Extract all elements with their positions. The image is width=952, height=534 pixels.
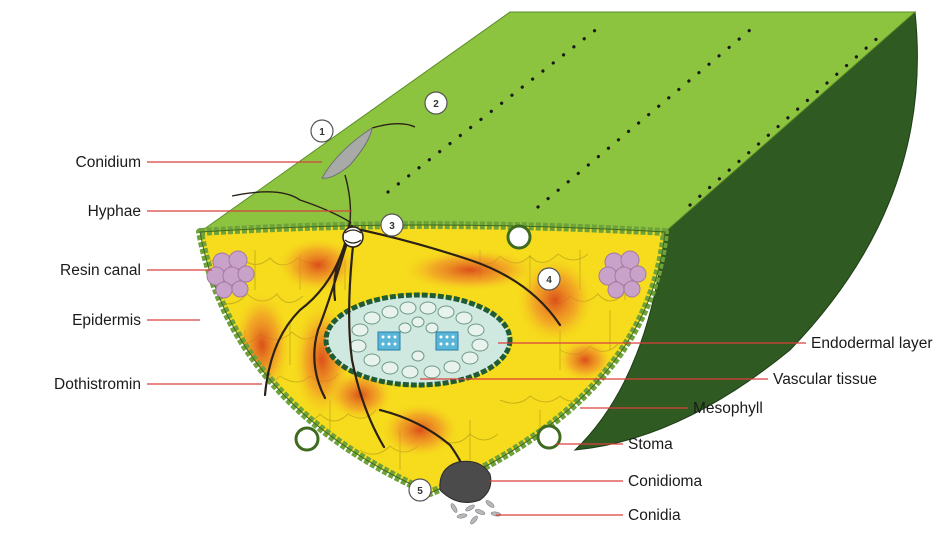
- svg-text:5: 5: [417, 486, 423, 497]
- step-marker-2: 2: [425, 92, 447, 114]
- label-endodermal-layer: Endodermal layer: [811, 335, 932, 352]
- label-mesophyll: Mesophyll: [693, 400, 763, 417]
- label-dothistromin: Dothistromin: [54, 376, 141, 393]
- label-conidioma: Conidioma: [628, 473, 702, 490]
- label-conidia: Conidia: [628, 507, 681, 524]
- labels-left: Conidium Hyphae Resin canal Epidermis Do…: [54, 154, 141, 393]
- svg-text:2: 2: [433, 99, 439, 110]
- conidioma-body: [440, 461, 491, 502]
- step-marker-3: 3: [381, 214, 403, 236]
- conidia-spores: [450, 499, 502, 525]
- label-stoma: Stoma: [628, 436, 673, 453]
- penetration-site: [343, 227, 363, 247]
- svg-text:4: 4: [546, 275, 552, 286]
- svg-text:1: 1: [319, 127, 325, 138]
- label-epidermis: Epidermis: [72, 312, 141, 329]
- step-marker-1: 1: [311, 120, 333, 142]
- label-hyphae: Hyphae: [88, 203, 141, 220]
- label-conidium: Conidium: [76, 154, 141, 171]
- label-vascular-tissue: Vascular tissue: [773, 371, 877, 388]
- label-resin-canal: Resin canal: [60, 262, 141, 279]
- step-marker-4: 4: [538, 268, 560, 290]
- svg-text:3: 3: [389, 221, 395, 232]
- step-marker-5: 5: [409, 479, 431, 501]
